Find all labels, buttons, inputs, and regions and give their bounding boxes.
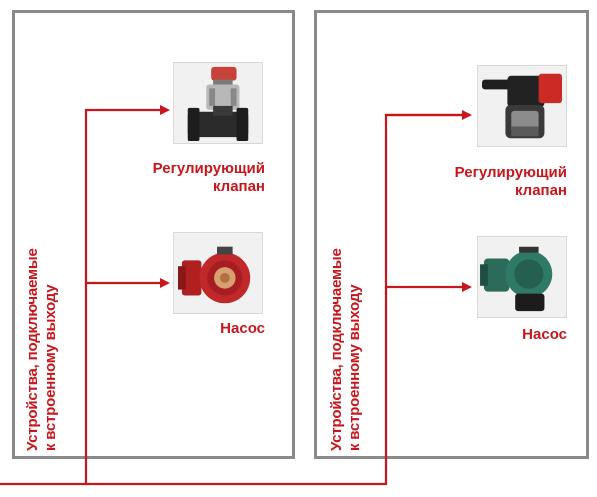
- actuator-valve-icon: [477, 65, 567, 147]
- right-pump-caption-text: Насос: [522, 326, 567, 343]
- pump-icon: [173, 232, 263, 314]
- right-vertical-label-line1: Устройства, подключаемые: [328, 248, 345, 451]
- right-valve-caption-line2: клапан: [514, 182, 567, 199]
- right-pump-caption: Насос: [397, 326, 567, 344]
- left-pump-caption-text: Насос: [220, 320, 265, 337]
- left-pump-caption: Насос: [95, 320, 265, 338]
- left-vertical-label: Устройства, подключаемые к встроенному в…: [24, 248, 60, 451]
- left-valve-caption-line2: клапан: [212, 178, 265, 195]
- right-valve-caption-line1: Регулирующий: [454, 164, 567, 181]
- circulation-pump-icon: [477, 236, 567, 318]
- right-vertical-label: Устройства, подключаемые к встроенному в…: [328, 248, 364, 451]
- left-vertical-label-line1: Устройства, подключаемые: [24, 248, 41, 451]
- left-valve-caption: Регулирующий клапан: [95, 160, 265, 196]
- left-vertical-label-line2: к встроенному выходу: [42, 284, 59, 451]
- right-valve-caption: Регулирующий клапан: [397, 164, 567, 200]
- control-valve-icon: [173, 62, 263, 144]
- left-valve-caption-line1: Регулирующий: [152, 160, 265, 177]
- right-vertical-label-line2: к встроенному выходу: [346, 284, 363, 451]
